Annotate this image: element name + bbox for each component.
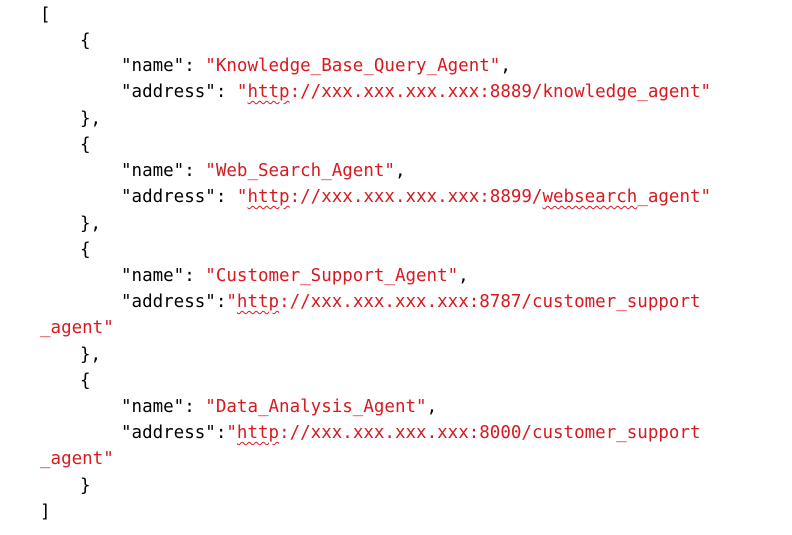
quote: " — [236, 82, 248, 102]
name-key: "name" — [121, 161, 185, 181]
agent-2-url-tail: _agent" — [637, 187, 712, 207]
agent-3-url-scheme: http — [236, 292, 280, 312]
agent-3-url-path: ://xxx.xxx.xxx.xxx:8787/customer_support — [279, 292, 701, 312]
separator: : — [184, 397, 206, 417]
quote: " — [226, 423, 237, 443]
agent-4-url-scheme: http — [236, 423, 280, 443]
agent-2-name-value: "Web_Search_Agent" — [205, 161, 395, 181]
quote: " — [236, 187, 248, 207]
object-open-brace: { — [80, 240, 91, 260]
comma: , — [458, 266, 469, 286]
name-key: "name" — [121, 56, 185, 76]
object-close-brace: }, — [80, 109, 102, 129]
agent-1-name-line: "name": "Knowledge_Base_Query_Agent", — [121, 53, 511, 79]
object-open-1: { — [80, 28, 91, 54]
agent-2-url-path: ://xxx.xxx.xxx.xxx:8899/ — [289, 187, 543, 207]
agent-2-url-scheme: http — [247, 187, 290, 207]
agent-1-address-line: "address": "http://xxx.xxx.xxx.xxx:8889/… — [121, 79, 711, 105]
object-open-2: { — [80, 132, 91, 158]
address-key: "address" — [121, 423, 216, 443]
object-open-brace: { — [80, 135, 91, 155]
quote: " — [226, 292, 237, 312]
open-bracket-text: [ — [40, 5, 51, 25]
agent-3-address-wrap: _agent" — [40, 315, 114, 341]
comma: , — [500, 56, 511, 76]
separator: : — [215, 423, 227, 443]
name-key: "name" — [121, 266, 185, 286]
comma: , — [394, 161, 406, 181]
object-close-brace: }, — [80, 345, 102, 365]
comma: , — [426, 397, 438, 417]
object-close-2: }, — [80, 211, 101, 237]
agent-1-url-scheme: http — [247, 82, 290, 102]
object-open-3: { — [80, 237, 91, 263]
close-bracket-text: ] — [40, 502, 51, 522]
separator: : — [184, 161, 206, 181]
open-bracket: [ — [40, 2, 51, 28]
agent-4-url-path: ://xxx.xxx.xxx.xxx:8000/customer_support — [279, 423, 701, 443]
agent-3-name-line: "name": "Customer_Support_Agent", — [121, 263, 469, 289]
object-close-3: }, — [80, 342, 101, 368]
object-close-brace: } — [80, 476, 91, 496]
agent-4-address-line: "address":"http://xxx.xxx.xxx.xxx:8000/c… — [121, 420, 701, 446]
object-open-brace: { — [80, 31, 91, 51]
agent-4-name-line: "name": "Data_Analysis_Agent", — [121, 394, 437, 420]
agent-4-address-wrap: _agent" — [40, 446, 114, 472]
separator: : — [215, 82, 237, 102]
address-key: "address" — [121, 187, 216, 207]
separator: : — [215, 187, 237, 207]
object-close-1: }, — [80, 106, 101, 132]
object-close-4: } — [80, 473, 91, 499]
agent-3-name-value: "Customer_Support_Agent" — [205, 266, 459, 286]
object-open-4: { — [80, 368, 91, 394]
agent-1-name-value: "Knowledge_Base_Query_Agent" — [205, 56, 501, 76]
agent-2-url-segment: websearch — [542, 187, 638, 207]
separator: : — [184, 56, 206, 76]
name-key: "name" — [121, 397, 185, 417]
agent-2-address-line: "address": "http://xxx.xxx.xxx.xxx:8899/… — [121, 184, 711, 210]
agent-4-url-wrap: _agent" — [40, 449, 114, 469]
agent-3-address-line: "address":"http://xxx.xxx.xxx.xxx:8787/c… — [121, 289, 701, 315]
address-key: "address" — [121, 292, 216, 312]
separator: : — [184, 266, 206, 286]
agent-3-url-wrap: _agent" — [40, 318, 114, 338]
object-close-brace: }, — [80, 214, 102, 234]
separator: : — [215, 292, 227, 312]
close-bracket: ] — [40, 499, 51, 525]
agent-2-name-line: "name": "Web_Search_Agent", — [121, 158, 406, 184]
address-key: "address" — [121, 82, 216, 102]
agent-4-name-value: "Data_Analysis_Agent" — [205, 397, 427, 417]
object-open-brace: { — [80, 371, 91, 391]
agent-1-url-path: ://xxx.xxx.xxx.xxx:8889/knowledge_agent" — [289, 82, 712, 102]
